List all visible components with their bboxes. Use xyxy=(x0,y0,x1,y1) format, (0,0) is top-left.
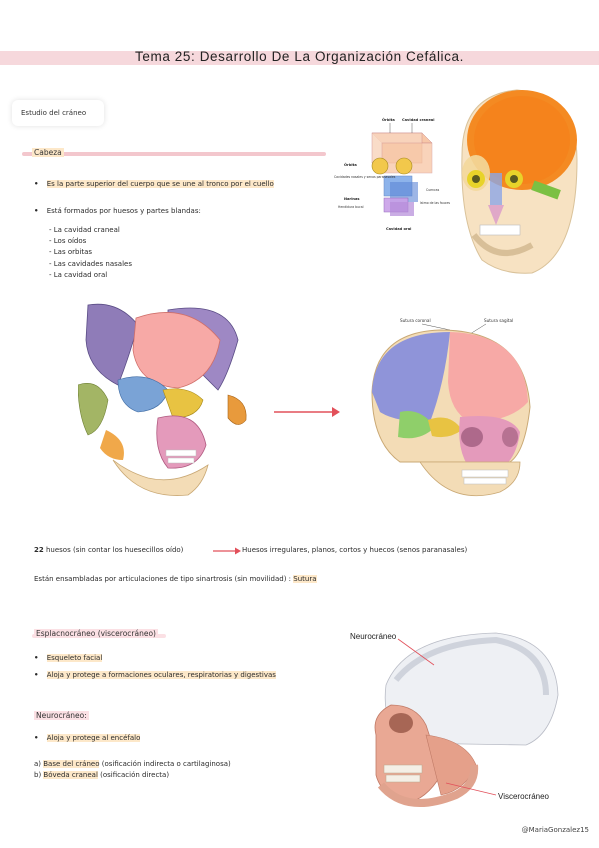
label-cuencas: Cuencas xyxy=(426,188,440,192)
skull-photo: Neurocráneo Viscerocráneo xyxy=(346,625,566,817)
label-sutura-sagital: Sutura sagital xyxy=(484,318,513,323)
title-band xyxy=(0,51,599,65)
label-cavidades-nasales: Cavidades nasales y senos paranasales xyxy=(334,175,396,179)
huesos-text: huesos (sin contar los huesecillos oído) xyxy=(45,546,184,554)
ensambladas-line: Están ensambladas por articulaciones de … xyxy=(34,575,317,583)
label-neurocraneo: Neurocráneo xyxy=(350,632,397,641)
list-item: Las orbitas xyxy=(49,247,132,258)
cabeza-bullet-1-text: Es la parte superior del cuerpo que se u… xyxy=(46,180,274,188)
list-item: Los oídos xyxy=(49,236,132,247)
arrow-right-icon xyxy=(274,407,340,417)
arrow-right-icon xyxy=(213,547,241,555)
neuro-item-a-rest: (osificación indirecta o cartilaginosa) xyxy=(99,760,231,768)
label-cavidad-craneal: Cavidad craneal xyxy=(402,118,434,122)
huesos-count: 22 xyxy=(34,546,44,554)
esplacno-bullet-1-text: Esqueleto facial xyxy=(46,654,103,662)
cabeza-bullet-2-text: Está formados por huesos y partes blanda… xyxy=(46,207,201,215)
neuro-item-a-highlight: Base del cráneo xyxy=(43,760,100,768)
cavity-diagram: Órbita Cavidad craneal Órbita Cavidades … xyxy=(334,117,450,231)
skull-front-colored xyxy=(461,89,578,274)
sutura-highlight: Sutura xyxy=(293,575,317,583)
huesos-line: 22 huesos (sin contar los huesecillos oí… xyxy=(34,546,183,554)
label-viscerocraneo: Viscerocráneo xyxy=(498,792,550,801)
huesos-result: Huesos irregulares, planos, cortos y hue… xyxy=(242,546,468,554)
label-hendidura: Hendidura bucal xyxy=(338,205,364,209)
author-credit: @MariaGonzalez15 xyxy=(521,826,589,834)
cabeza-list: La cavidad craneal Los oídos Las orbitas… xyxy=(49,225,132,281)
label-narinas: Narinas xyxy=(344,197,360,201)
esplacno-bullet-2: Aloja y protege a formaciones oculares, … xyxy=(34,671,276,679)
page-title: Tema 25: Desarrollo De La Organización C… xyxy=(135,49,464,64)
esplacno-heading: Esplacnocráneo (viscerocráneo) xyxy=(34,629,158,638)
cabeza-heading: Cabeza xyxy=(32,148,64,157)
neuro-bullet-1: Aloja y protege al encéfalo xyxy=(34,734,141,742)
cabeza-bullet-1: Es la parte superior del cuerpo que se u… xyxy=(34,180,274,188)
neuro-bullet-1-text: Aloja y protege al encéfalo xyxy=(46,734,141,742)
neuro-item-a-prefix: a) xyxy=(34,760,44,768)
neuro-item-b-rest: (osificación directa) xyxy=(97,771,170,779)
label-sutura-coronal: Sutura coronal xyxy=(400,318,431,323)
skull-exploded xyxy=(78,303,247,496)
list-item: La cavidad craneal xyxy=(49,225,132,236)
section-divider xyxy=(22,152,326,156)
label-orbita-top: Órbita xyxy=(382,117,395,122)
neuro-item-b: b) Bóveda craneal (osificación directa) xyxy=(34,771,169,779)
label-cavidad-oral: Cavidad oral xyxy=(386,227,411,231)
neuro-item-b-prefix: b) xyxy=(34,771,44,779)
label-orbita-side: Órbita xyxy=(344,162,357,167)
neuro-heading: Neurocráneo: xyxy=(34,711,89,720)
ensambladas-text: Están ensambladas por articulaciones de … xyxy=(34,575,292,583)
neuro-item-b-highlight: Bóveda craneal xyxy=(43,771,98,779)
skull-assembled: Sutura coronal Sutura sagital xyxy=(371,318,531,496)
esplacno-bullet-2-text: Aloja y protege a formaciones oculares, … xyxy=(46,671,276,679)
list-item: Las cavidades nasales xyxy=(49,259,132,270)
topic-tag: Estudio del cráneo xyxy=(12,100,104,126)
label-istmo: Istmo de las fauces xyxy=(420,201,450,205)
neuro-item-a: a) Base del cráneo (osificación indirect… xyxy=(34,760,231,768)
list-item: La cavidad oral xyxy=(49,270,132,281)
esplacno-bullet-1: Esqueleto facial xyxy=(34,654,103,662)
cabeza-bullet-2: Está formados por huesos y partes blanda… xyxy=(34,207,201,215)
